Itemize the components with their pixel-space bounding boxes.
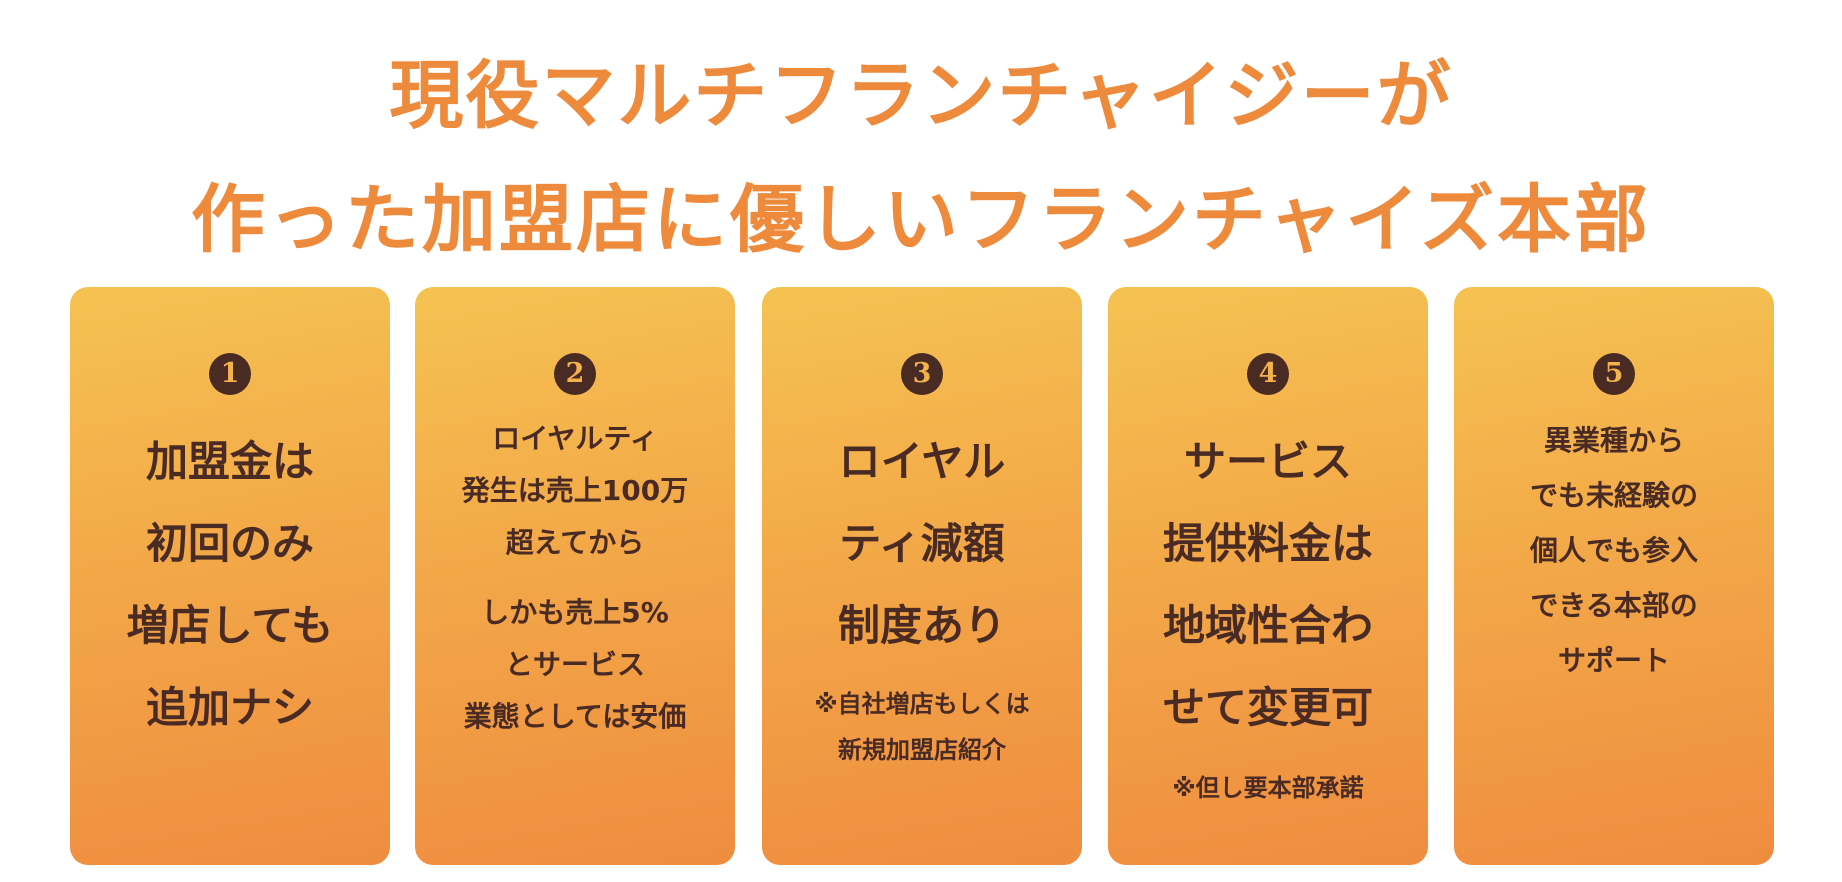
card-2-line: しかも売上5%	[481, 596, 669, 629]
card-5-text: 異業種から でも未経験の 個人でも参入 できる本部の サポート	[1454, 413, 1774, 688]
card-5-line: 異業種から	[1543, 424, 1684, 457]
card-3-text: ロイヤル ティ減額 制度あり ※自社増店もしくは 新規加盟店紹介	[762, 421, 1082, 773]
card-2-line: 業態としては安価	[463, 700, 687, 733]
card-2-line: 超えてから	[505, 526, 645, 559]
card-4-line: せて変更可	[1162, 683, 1373, 732]
card-1-line: 初回のみ	[145, 519, 314, 568]
card-4-line: サービス	[1183, 437, 1352, 486]
number-badge-5: 5	[1593, 353, 1635, 395]
card-4-line: 提供料金は	[1162, 519, 1373, 568]
card-2-text: ロイヤルティ 発生は売上100万 超えてから しかも売上5% とサービス 業態と…	[415, 413, 735, 743]
card-3-notes: ※自社増店もしくは 新規加盟店紹介	[762, 681, 1082, 773]
card-1-text: 加盟金は 初回のみ 増店しても 追加ナシ	[70, 421, 390, 749]
feature-card-2: 2 ロイヤルティ 発生は売上100万 超えてから しかも売上5% とサービス 業…	[415, 287, 735, 865]
feature-card-5: 5 異業種から でも未経験の 個人でも参入 できる本部の サポート	[1454, 287, 1774, 865]
number-badge-4: 4	[1247, 353, 1289, 395]
number-badge-1: 1	[209, 353, 251, 395]
feature-card-1: 1 加盟金は 初回のみ 増店しても 追加ナシ	[70, 287, 390, 865]
card-3-note: 新規加盟店紹介	[838, 736, 1006, 764]
card-4-note: ※但し要本部承諾	[1172, 774, 1364, 802]
number-badge-2: 2	[554, 353, 596, 395]
heading-line-1: 現役マルチフランチャイジーが	[389, 53, 1453, 139]
feature-card-4: 4 サービス 提供料金は 地域性合わ せて変更可 ※但し要本部承諾	[1108, 287, 1428, 865]
card-3-line: 制度あり	[837, 601, 1006, 650]
card-2-spacer	[415, 569, 735, 587]
heading-line-2: 作った加盟店に優しいフランチャイズ本部	[190, 177, 1652, 263]
card-5-line: でも未経験の	[1529, 479, 1698, 512]
card-3-note: ※自社増店もしくは	[814, 690, 1030, 718]
card-4-line: 地域性合わ	[1162, 601, 1373, 650]
card-2-line: とサービス	[504, 648, 645, 681]
card-5-line: できる本部の	[1530, 589, 1698, 622]
number-badge-3: 3	[901, 353, 943, 395]
card-1-line: 加盟金は	[145, 437, 314, 486]
card-4-text: サービス 提供料金は 地域性合わ せて変更可 ※但し要本部承諾	[1108, 421, 1428, 811]
feature-card-3: 3 ロイヤル ティ減額 制度あり ※自社増店もしくは 新規加盟店紹介	[762, 287, 1082, 865]
card-2-line: ロイヤルティ	[492, 422, 658, 455]
card-5-line: サポート	[1557, 644, 1670, 677]
card-3-line: ティ減額	[839, 519, 1005, 568]
card-5-line: 個人でも参入	[1529, 534, 1698, 567]
card-2-line: 発生は売上100万	[461, 474, 689, 507]
card-1-line: 追加ナシ	[145, 683, 314, 732]
card-1-line: 増店しても	[126, 601, 334, 650]
page-heading: 現役マルチフランチャイジーが 作った加盟店に優しいフランチャイズ本部	[0, 34, 1842, 282]
card-4-notes: ※但し要本部承諾	[1108, 765, 1428, 811]
feature-cards: 1 加盟金は 初回のみ 増店しても 追加ナシ 2 ロイヤルティ 発生は売上100…	[0, 287, 1842, 865]
card-3-line: ロイヤル	[838, 437, 1006, 486]
